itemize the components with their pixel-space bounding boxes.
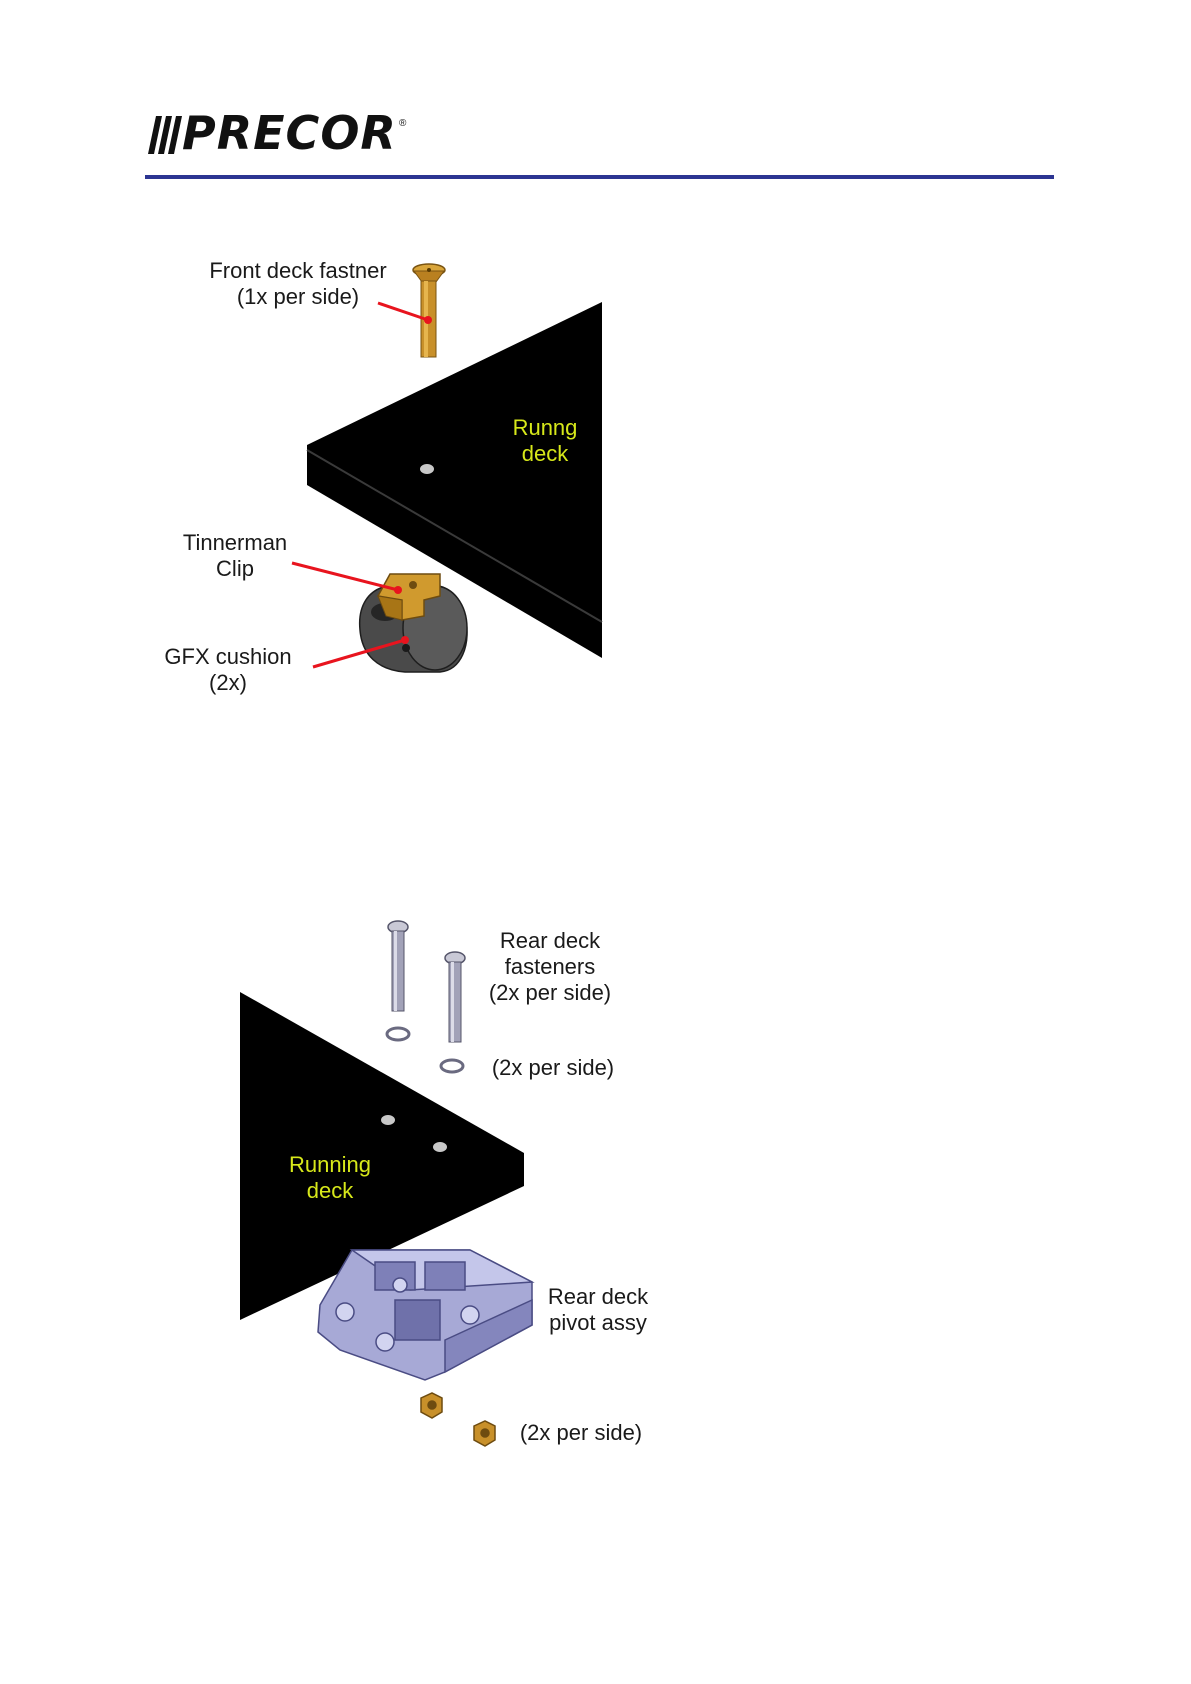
rear-pivot-label: Rear deck pivot assy	[538, 1284, 658, 1336]
nuts-label: (2x per side)	[506, 1420, 656, 1446]
rear-deck-pivot-icon	[318, 1250, 532, 1380]
nut-icon	[421, 1393, 495, 1446]
rear-deck-diagram	[0, 0, 1191, 1500]
rear-fasteners-label: Rear deck fasteners (2x per side)	[475, 928, 625, 1006]
rear-deck-label: Running deck	[280, 1152, 380, 1204]
rear-deck-fastener-icon	[388, 921, 465, 1042]
washers-label: (2x per side)	[478, 1055, 628, 1081]
